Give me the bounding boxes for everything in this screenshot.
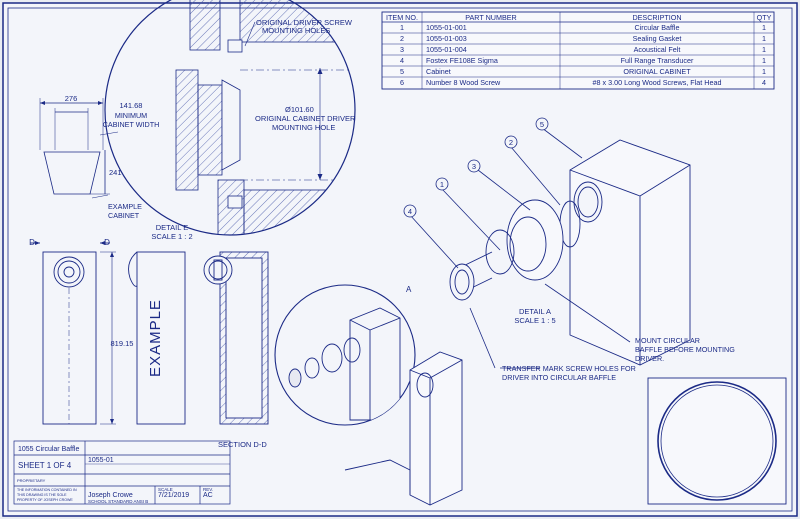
- bom-item: 4: [400, 56, 404, 65]
- balloon-3: 3: [472, 162, 476, 171]
- bom-item: 2: [400, 34, 404, 43]
- dim-276: 276: [65, 94, 78, 103]
- dim-141-68: 141.68: [120, 101, 143, 110]
- detail-e-label: DETAIL E: [156, 223, 189, 232]
- balloon-5: 5: [540, 120, 544, 129]
- bom-qty: 1: [762, 23, 766, 32]
- min-width-label-line2: CABINET WIDTH: [103, 120, 160, 129]
- balloon-4: 4: [408, 207, 412, 216]
- bom-part: 1055-01-004: [426, 45, 467, 54]
- balloon-callouts: [403, 117, 631, 369]
- bom-desc: #8 x 3.00 Long Wood Screws, Flat Head: [593, 78, 722, 87]
- bom-desc: Acoustical Felt: [634, 45, 681, 54]
- detail-a-scale: SCALE 1 : 5: [514, 316, 555, 325]
- example-vertical-label: EXAMPLE: [147, 299, 164, 377]
- bom-desc: Circular Baffle: [634, 23, 679, 32]
- screw-holes-note-line1: ORIGINAL DRIVER SCREW: [256, 18, 353, 27]
- revision: AC: [203, 492, 213, 499]
- proprietary-line4: PROPERTY OF JOSEPH CROWE: [17, 498, 73, 502]
- sheet-number: SHEET 1 OF 4: [18, 461, 72, 470]
- inner-border: [7, 7, 793, 512]
- bom-part: Cabinet: [426, 67, 451, 76]
- minimum-width-view: [39, 98, 119, 199]
- bom-item: 6: [400, 78, 404, 87]
- section-mark-left: D: [29, 238, 35, 247]
- transfer-note-line1: TRANSFER MARK SCREW HOLES FOR: [502, 364, 636, 373]
- bom-row: 5 Cabinet ORIGINAL CABINET 1: [400, 67, 766, 76]
- bom-header-part: PART NUMBER: [465, 13, 517, 22]
- bom-qty: 1: [762, 67, 766, 76]
- balloon-1: 1: [440, 180, 444, 189]
- bom-desc: Full Range Transducer: [621, 56, 694, 65]
- hole-label-line1: ORIGINAL CABINET DRIVER: [255, 114, 356, 123]
- drawing-title: 1055 Circular Baffle: [18, 446, 79, 453]
- bom-desc: Sealing Gasket: [633, 34, 682, 43]
- drawing-standard: SCHOOL STANDARD ANSI B: [88, 499, 148, 504]
- mount-note-line1: MOUNT CIRCULAR: [635, 336, 700, 345]
- screw-holes-note-line2: MOUNTING HOLES: [262, 26, 330, 35]
- min-width-label-line1: MINIMUM: [115, 111, 147, 120]
- detail-a-letter: A: [406, 285, 412, 294]
- bom-part: Number 8 Wood Screw: [426, 78, 501, 87]
- transfer-note-line2: DRIVER INTO CIRCULAR BAFFLE: [502, 373, 616, 382]
- bom-qty: 1: [762, 56, 766, 65]
- revision-label: REV.: [203, 487, 213, 492]
- bom-part: 1055-01-001: [426, 23, 467, 32]
- proprietary-line3: THIS DRAWING IS THE SOLE: [17, 493, 67, 497]
- bom-header-desc: DESCRIPTION: [632, 13, 681, 22]
- dim-241: 241: [109, 168, 122, 177]
- bom-header-item: ITEM NO.: [386, 13, 418, 22]
- bill-of-materials: ITEM NO. PART NUMBER DESCRIPTION QTY 1 1…: [381, 11, 775, 90]
- bom-part: Fostex FE108E Sigma: [426, 56, 498, 65]
- bom-item: 1: [400, 23, 404, 32]
- cabinet-side-view: [128, 251, 186, 425]
- example-cabinet-line1: EXAMPLE: [108, 202, 142, 211]
- gasket-view: [647, 377, 787, 505]
- mount-note-line2: BAFFLE BEFORE MOUNTING: [635, 345, 735, 354]
- example-cabinet-line2: CABINET: [108, 211, 140, 220]
- detail-a-view: [274, 284, 416, 426]
- bom-part: 1055-01-003: [426, 34, 467, 43]
- bom-item: 5: [400, 67, 404, 76]
- title-block: [13, 440, 231, 505]
- bom-header-qty: QTY: [757, 13, 772, 22]
- bom-desc: ORIGINAL CABINET: [623, 67, 691, 76]
- bom-item: 3: [400, 45, 404, 54]
- hole-diameter-dim: Ø101.60: [285, 105, 314, 114]
- detail-a-label: DETAIL A: [519, 307, 551, 316]
- bom-row: 4 Fostex FE108E Sigma Full Range Transdu…: [400, 56, 766, 65]
- cabinet-front-view: [30, 241, 116, 425]
- proprietary-line1: PROPRIETARY: [17, 478, 46, 483]
- section-d-d-view: [203, 251, 269, 425]
- exploded-assembly-view: [344, 139, 691, 506]
- proprietary-line2: THE INFORMATION CONTAINED IN: [17, 488, 77, 492]
- section-mark-right: D: [104, 238, 110, 247]
- bom-row: 3 1055-01-004 Acoustical Felt 1: [400, 45, 766, 54]
- hole-label-line2: MOUNTING HOLE: [272, 123, 335, 132]
- bom-qty: 1: [762, 45, 766, 54]
- drawing-date: 7/21/2019: [158, 492, 189, 499]
- bom-qty: 1: [762, 34, 766, 43]
- bom-row: 2 1055-01-003 Sealing Gasket 1: [400, 34, 766, 43]
- bom-qty: 4: [762, 78, 766, 87]
- dim-819-15: 819.15: [111, 339, 134, 348]
- balloon-2: 2: [509, 138, 513, 147]
- drawing-number: 1055-01: [88, 457, 114, 464]
- mount-note-line3: DRIVER.: [635, 354, 664, 363]
- bom-row: 1 1055-01-001 Circular Baffle 1: [400, 23, 766, 32]
- scale-label: SCALE: [158, 487, 173, 492]
- section-d-d-label: SECTION D-D: [218, 440, 267, 449]
- detail-e-scale: SCALE 1 : 2: [151, 232, 192, 241]
- bom-row: 6 Number 8 Wood Screw #8 x 3.00 Long Woo…: [400, 78, 766, 87]
- drawn-by: Joseph Crowe: [88, 492, 133, 499]
